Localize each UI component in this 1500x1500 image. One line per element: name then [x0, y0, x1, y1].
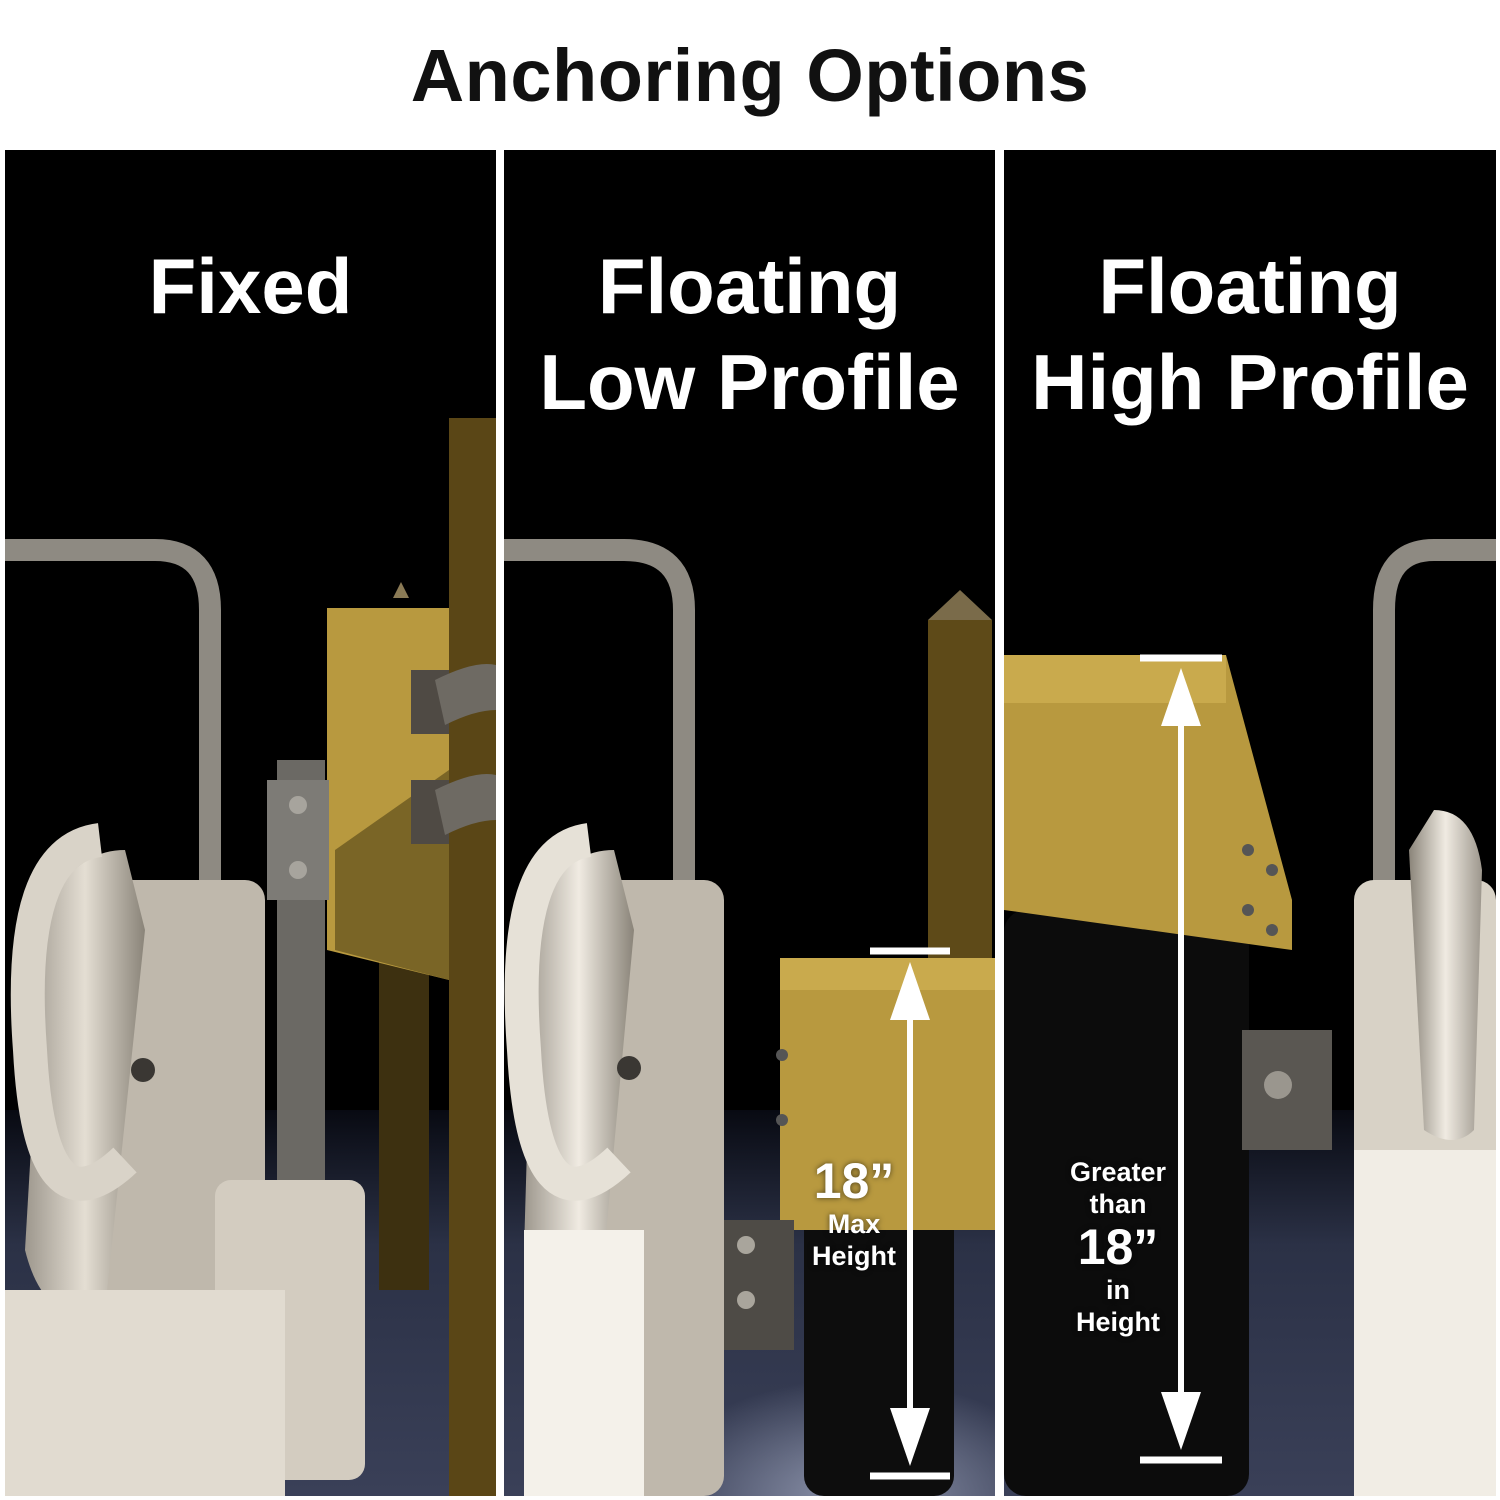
floating-low-scene-illustration: [504, 539, 995, 1496]
ladder-rail: [1373, 539, 1496, 980]
panel-floating-high-profile: Floating High Profile Greater than 18” i…: [1004, 150, 1496, 1496]
fixed-scene-illustration: [5, 418, 496, 1496]
dock-box: [1004, 655, 1292, 950]
ladder-grip: [1409, 810, 1482, 1140]
page-title: Anchoring Options: [410, 33, 1090, 117]
floating-high-scene-illustration: [1004, 539, 1496, 1496]
height-label-high-profile: Greater than 18” in Height: [1069, 1157, 1167, 1337]
header-bar: Anchoring Options: [0, 0, 1500, 150]
panel-title-floating-low-profile: Floating Low Profile: [539, 242, 960, 426]
panel-floating-low-profile: Floating Low Profile 18” Max Height: [504, 150, 995, 1496]
ladder-grip: [25, 850, 145, 1314]
panel-title-fixed: Fixed: [148, 242, 353, 330]
panel-fixed: Fixed: [5, 150, 496, 1496]
float-drum: [1004, 910, 1249, 1496]
ladder-grip: [524, 850, 634, 1314]
height-arrow-icon: [1140, 654, 1222, 1464]
height-arrow-icon: [870, 947, 950, 1480]
ladder-rail: [5, 539, 221, 990]
piling: [449, 418, 496, 1496]
height-label-low-profile: 18” Max Height: [812, 1153, 896, 1271]
ladder-rail: [504, 539, 695, 990]
panel-title-floating-high-profile: Floating High Profile: [1031, 242, 1469, 426]
dock-box: [780, 958, 995, 1230]
